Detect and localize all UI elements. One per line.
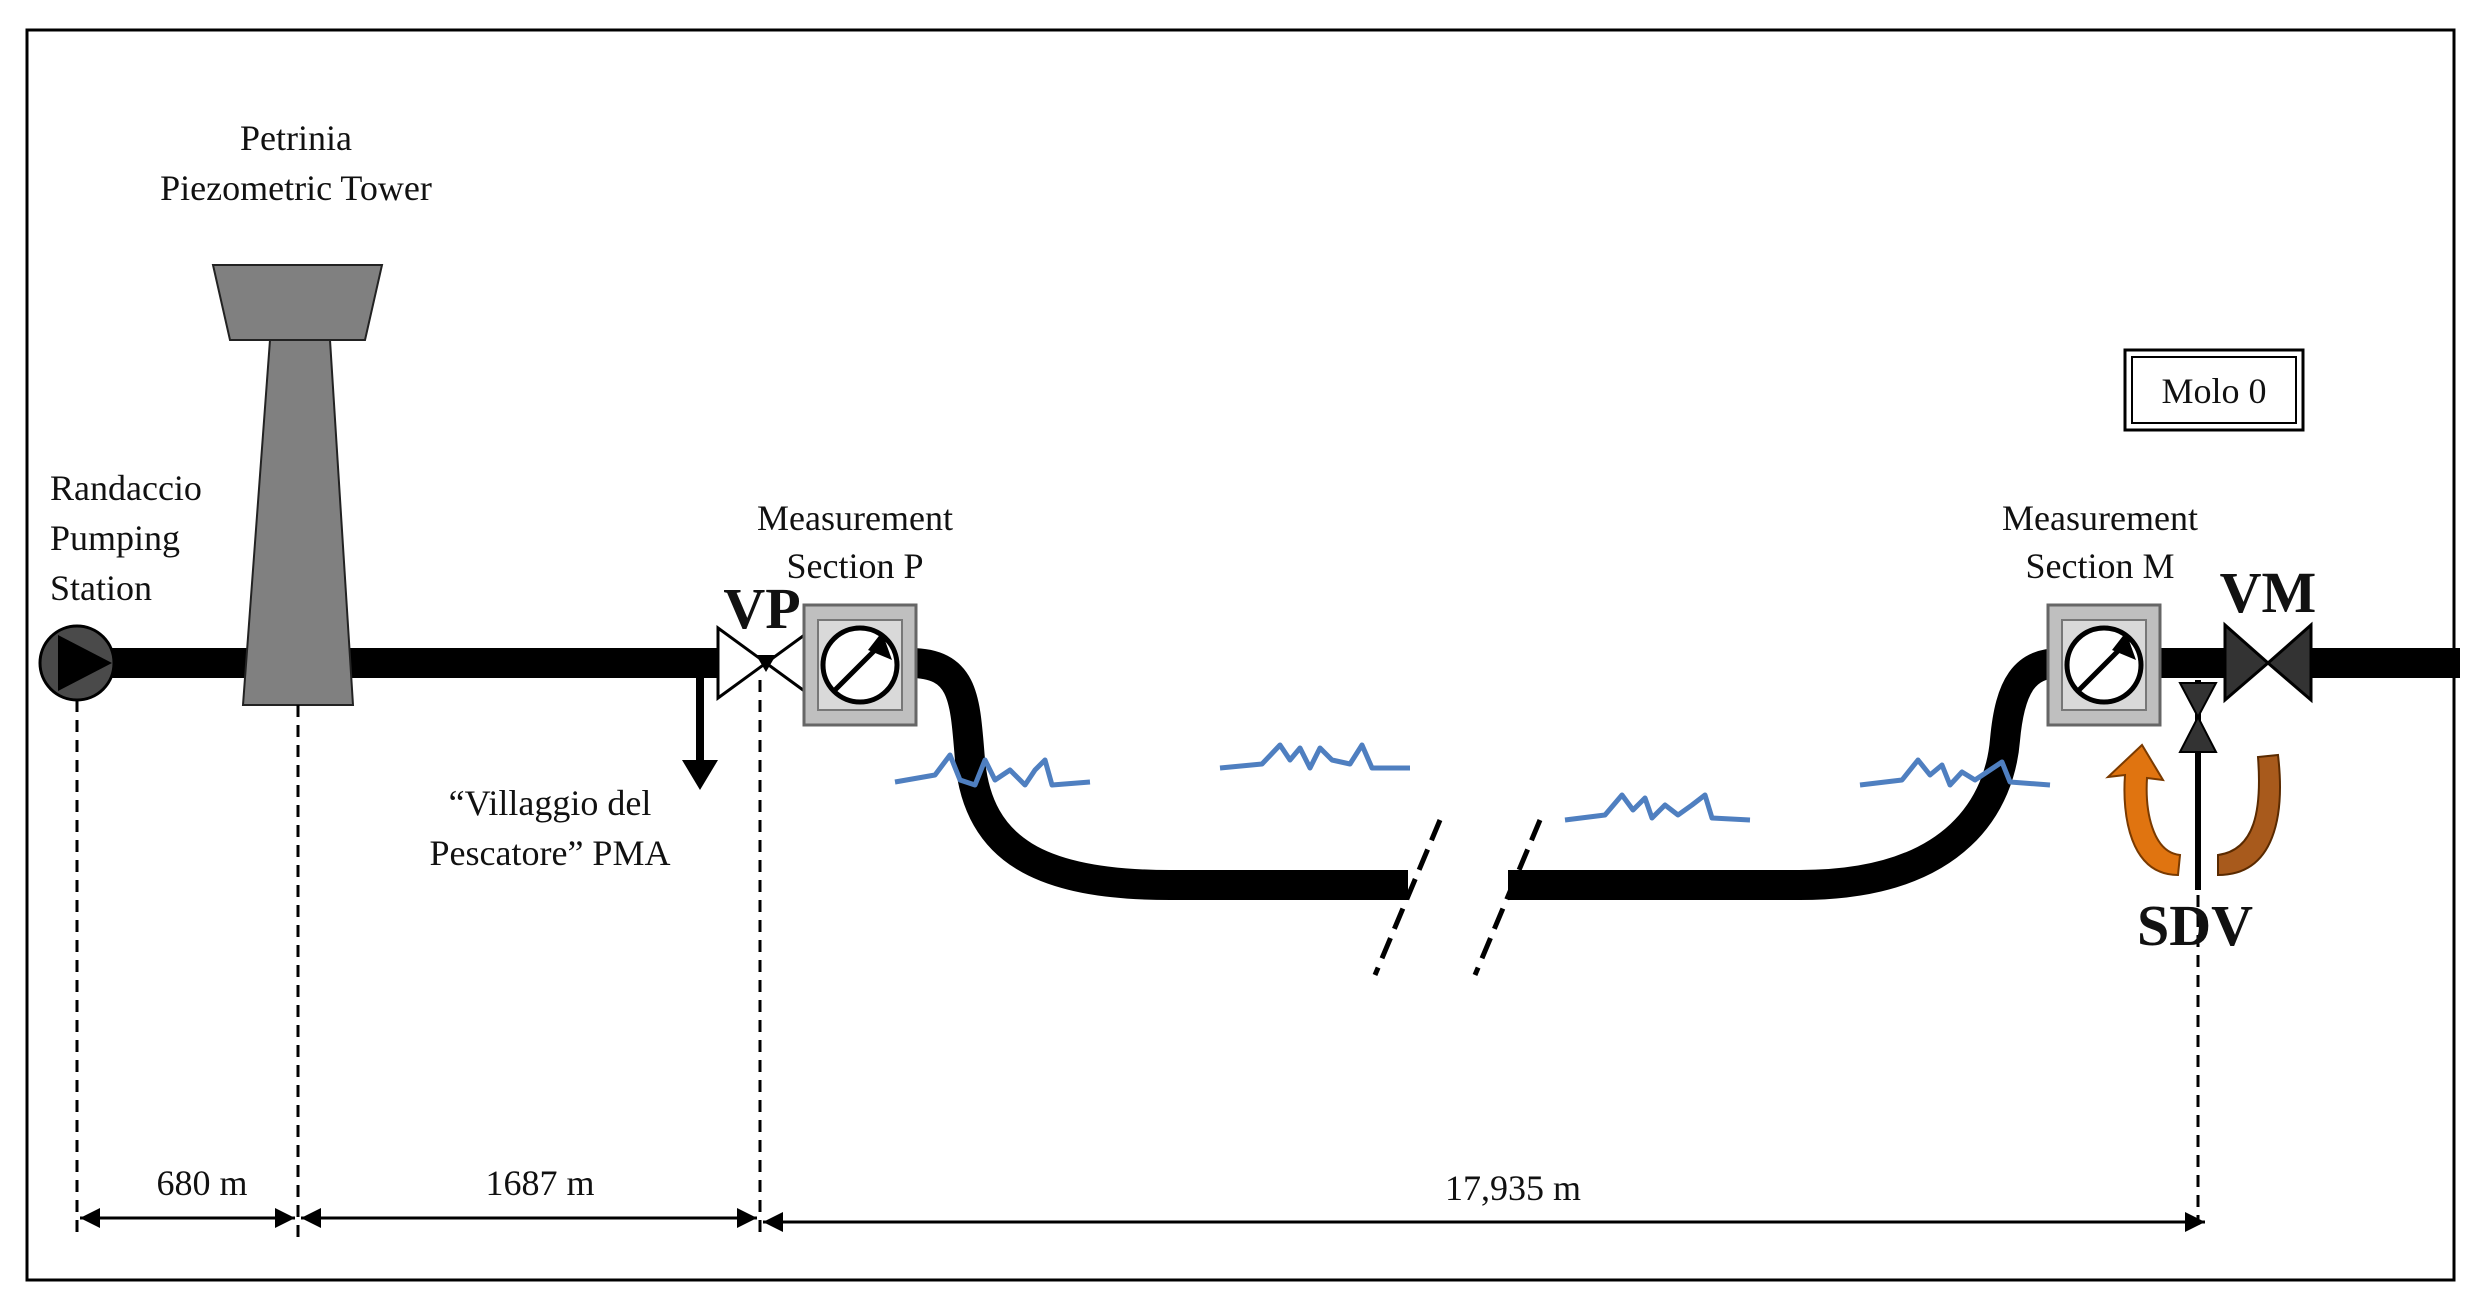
molo-label: Molo 0 <box>2161 371 2266 411</box>
svg-text:Station: Station <box>50 568 152 608</box>
pump-icon <box>38 624 116 702</box>
tower-label: Petrinia Piezometric Tower <box>160 118 432 208</box>
section-p-label: Measurement Section P <box>757 498 953 586</box>
gate-valve-icon <box>716 625 816 701</box>
vm-label: VM <box>2220 560 2317 625</box>
pressure-gauge-icon <box>2046 603 2162 727</box>
svg-text:Section P: Section P <box>786 546 923 586</box>
break-mark-icon <box>1372 819 1543 976</box>
gate-valve-center-icon <box>756 655 776 672</box>
section-m-label: Measurement Section M <box>2002 498 2198 586</box>
svg-text:Section M: Section M <box>2026 546 2175 586</box>
reference-lines <box>75 680 2200 1240</box>
water-wave-icon <box>894 742 2051 823</box>
tower-icon <box>211 264 384 706</box>
sdv-branch <box>2178 680 2218 890</box>
svg-text:Pescatore” PMA: Pescatore” PMA <box>430 833 671 873</box>
distance-label-1: 680 m <box>156 1163 247 1203</box>
sdv-label: SDV <box>2137 893 2253 958</box>
svg-text:“Villaggio del: “Villaggio del <box>449 783 652 823</box>
svg-text:Randaccio: Randaccio <box>50 468 202 508</box>
pressure-gauge-icon <box>802 603 918 727</box>
distance-label-2: 1687 m <box>485 1163 594 1203</box>
svg-text:Measurement: Measurement <box>2002 498 2198 538</box>
vp-label: VP <box>723 576 800 641</box>
flow-arrow-icon <box>2105 743 2281 877</box>
pumping-station-label: Randaccio Pumping Station <box>50 468 202 608</box>
molo-box: Molo 0 <box>2123 348 2305 432</box>
svg-text:Petrinia: Petrinia <box>240 118 352 158</box>
svg-text:Piezometric Tower: Piezometric Tower <box>160 168 432 208</box>
pma-label: “Villaggio del Pescatore” PMA <box>430 783 671 873</box>
dimension-lines <box>80 1208 2205 1232</box>
svg-text:Measurement: Measurement <box>757 498 953 538</box>
gate-valve-icon <box>2223 621 2313 704</box>
svg-text:Pumping: Pumping <box>50 518 180 558</box>
distance-label-3: 17,935 m <box>1445 1168 1581 1208</box>
main-pipe <box>60 648 2460 900</box>
pma-outflow-arrow <box>682 670 718 790</box>
